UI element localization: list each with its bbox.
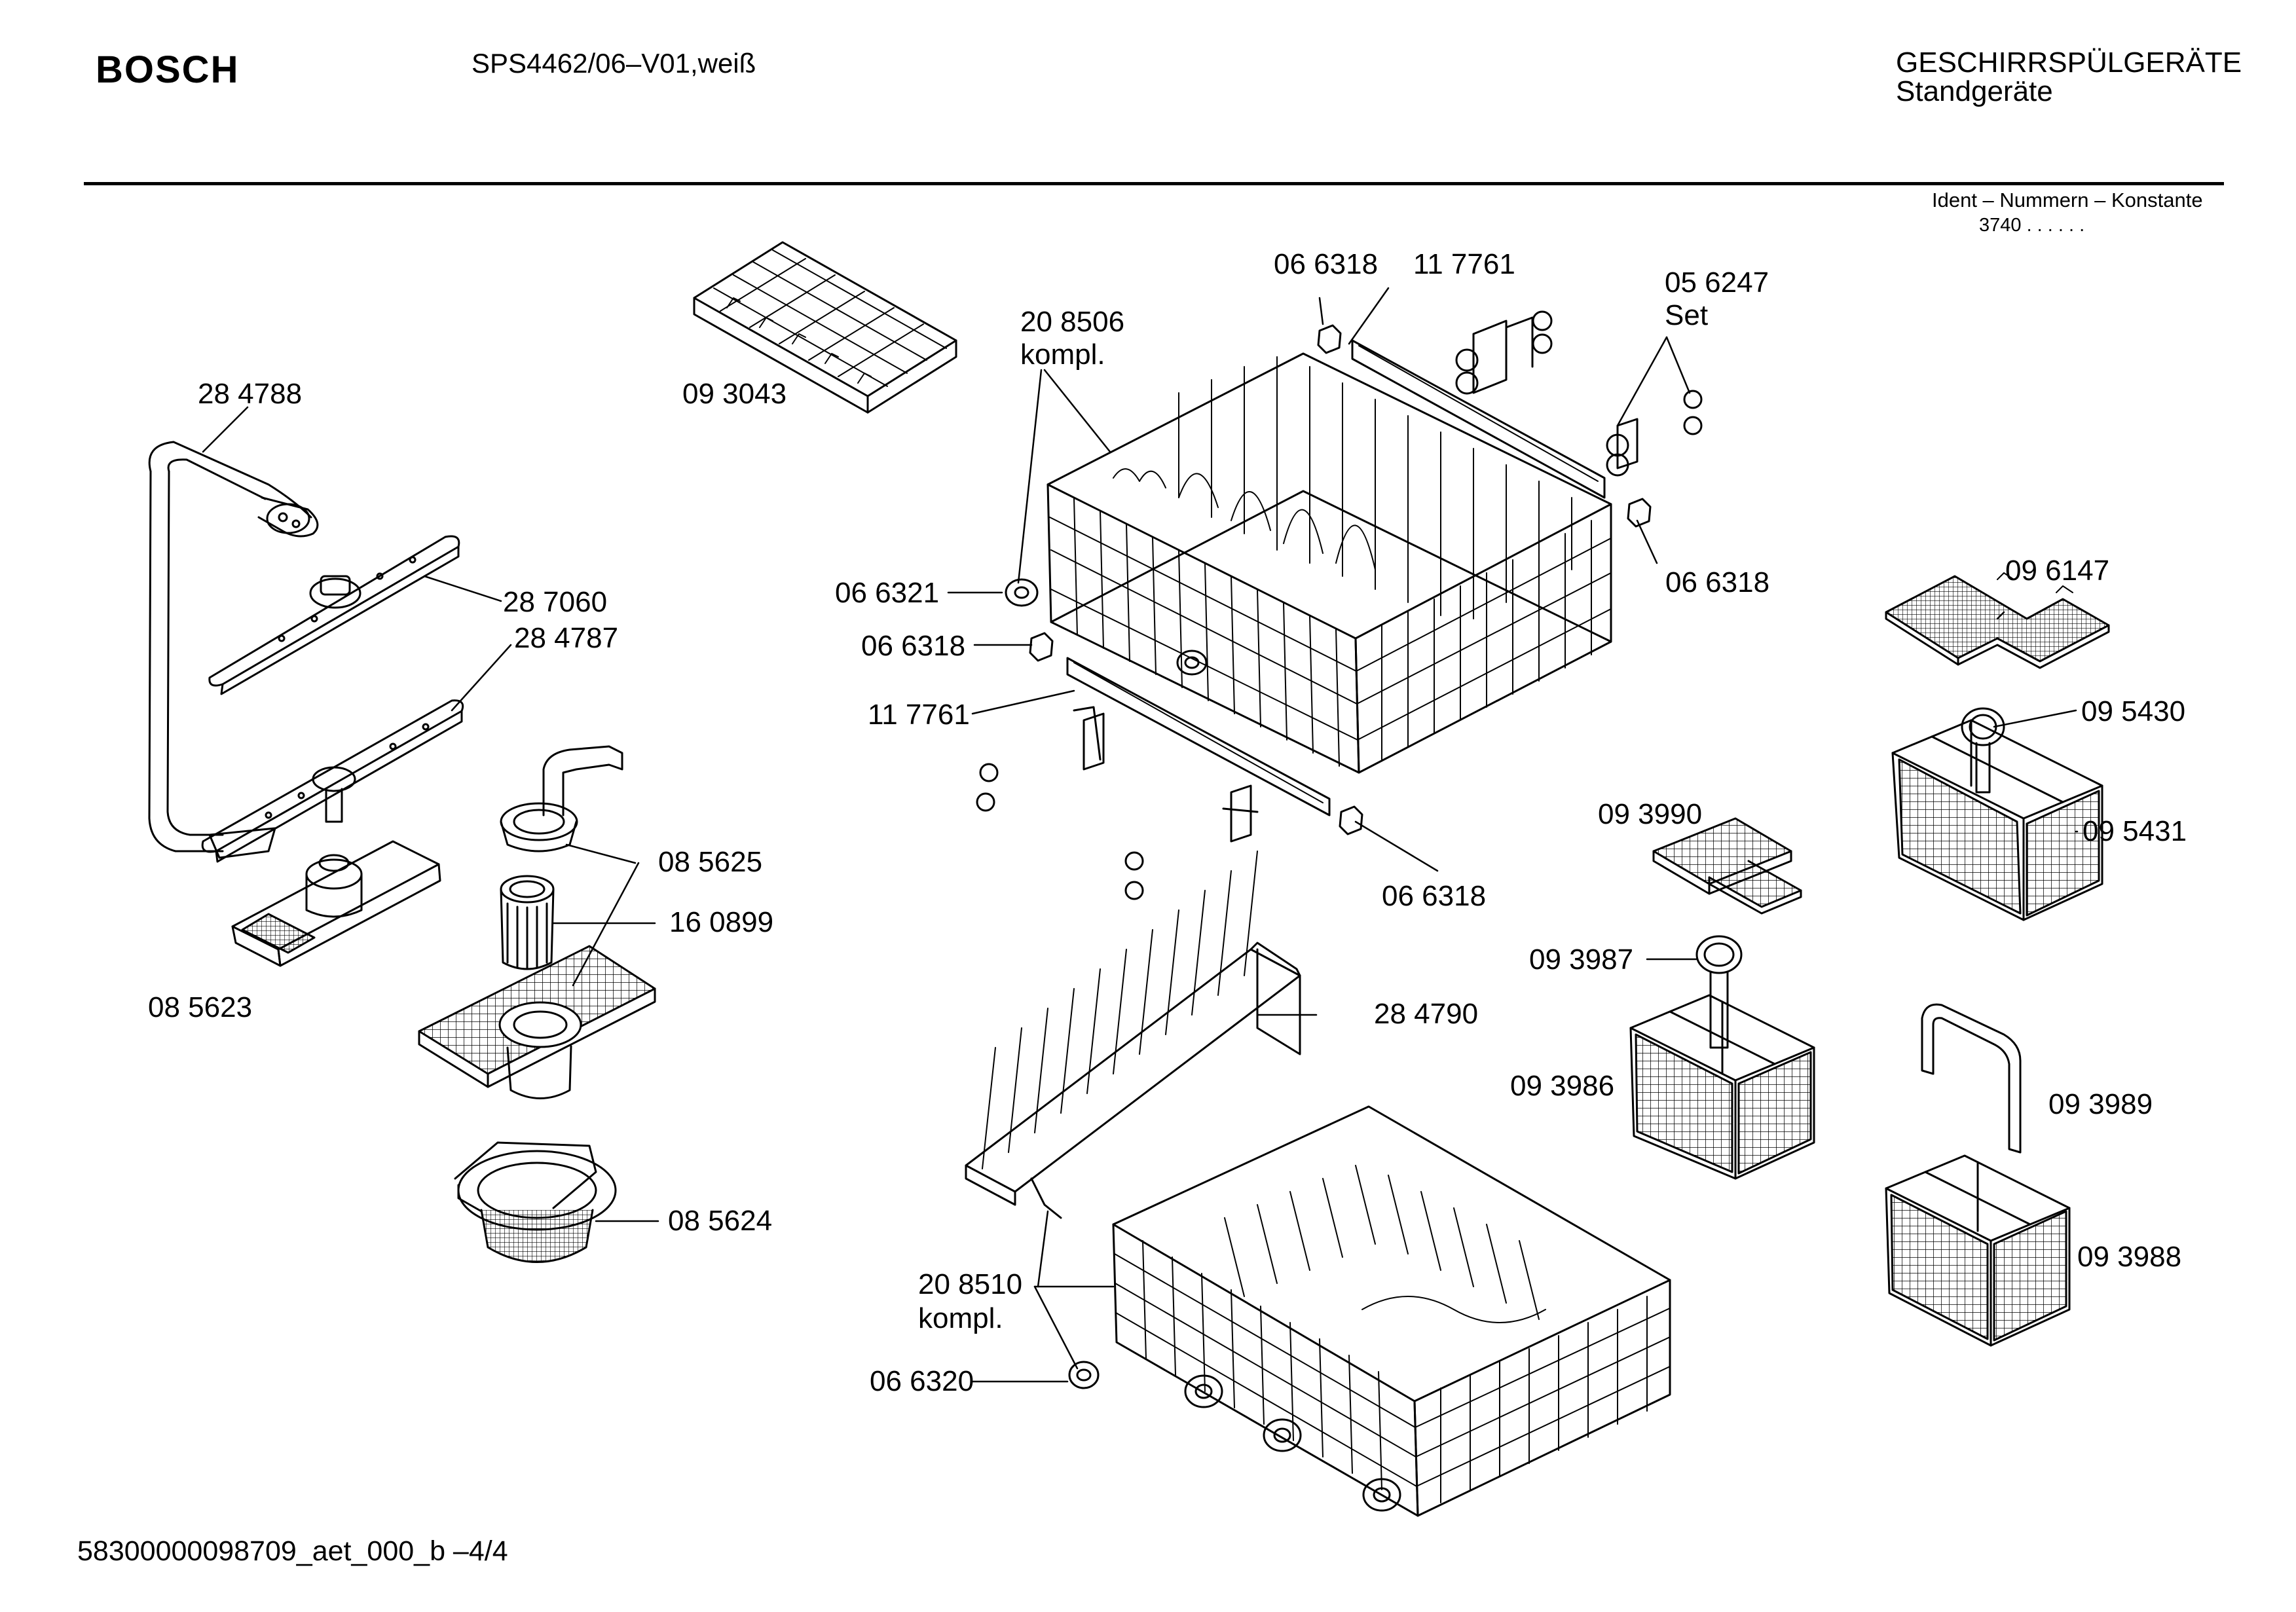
small-rollers <box>1006 579 1037 606</box>
model-number: SPS4462/06–V01,weiß <box>472 48 756 79</box>
part-label-096147: 09 6147 <box>2005 555 2110 587</box>
ident-constant: 3740 . . . . . . <box>1979 215 2085 236</box>
part-label-093988: 09 3988 <box>2077 1241 2182 1273</box>
part-label-093990: 09 3990 <box>1598 798 1703 830</box>
lower-spray-arm <box>202 701 463 862</box>
document-id: 58300000098709_aet_000_b –4/4 <box>77 1535 508 1567</box>
part-label-093043: 09 3043 <box>682 378 787 410</box>
header-divider <box>84 182 2224 185</box>
part-label-066321: 06 6321 <box>835 577 940 609</box>
category-subtitle: Standgeräte <box>1896 75 2053 107</box>
part-label-093989: 09 3989 <box>2048 1088 2153 1120</box>
lower-basket-roller <box>1069 1362 1098 1388</box>
part-label-066318-top: 06 6318 <box>1274 248 1379 280</box>
part-label-117761-bottom: 11 7761 <box>868 699 970 731</box>
upper-spray-arm <box>210 536 459 694</box>
upper-spray-pipe <box>149 442 318 858</box>
part-label-208510: 20 8510 <box>918 1268 1023 1300</box>
part-label-066318-bottom: 06 6318 <box>1382 880 1487 912</box>
part-label-284787: 28 4787 <box>514 622 619 654</box>
cutlery-basket-large <box>1893 708 2102 920</box>
cup-rack-insert <box>694 242 956 412</box>
part-label-117761-top: 11 7761 <box>1413 248 1515 280</box>
part-label-056247: 05 6247 <box>1665 266 1769 299</box>
part-label-093987: 09 3987 <box>1529 943 1634 976</box>
flat-filter-mesh <box>419 946 655 1099</box>
folding-tine-rack <box>966 851 1300 1218</box>
ident-label: Ident – Nummern – Konstante <box>1932 189 2203 211</box>
part-label-085624: 08 5624 <box>668 1205 773 1237</box>
upper-rail-left <box>1067 658 1329 815</box>
part-label-284790: 28 4790 <box>1374 998 1479 1030</box>
roller-bracket-sets <box>977 312 1701 899</box>
cutlery-basket-small <box>1631 936 1814 1179</box>
part-label-066318-right: 06 6318 <box>1665 566 1770 598</box>
rail-end-caps <box>1030 325 1650 834</box>
filter-handle-ring <box>501 746 622 851</box>
leader-lines <box>203 288 2077 1382</box>
part-label-208506-kompl: kompl. <box>1020 339 1105 371</box>
upper-rail-right <box>1352 340 1604 498</box>
fine-filter-plate <box>232 841 440 966</box>
category-title: GESCHIRRSPÜLGERÄTE <box>1896 46 2242 79</box>
part-label-208510-kompl: kompl. <box>918 1302 1003 1334</box>
upper-basket <box>1048 354 1611 773</box>
part-label-284788: 28 4788 <box>198 378 303 410</box>
part-label-085625: 08 5625 <box>658 846 763 878</box>
brand-logo-text: BOSCH <box>96 48 240 91</box>
part-label-066320: 06 6320 <box>870 1365 974 1397</box>
part-label-085623: 08 5623 <box>148 991 253 1023</box>
part-label-160899: 16 0899 <box>669 906 774 938</box>
micro-filter-cylinder <box>501 876 553 969</box>
part-label-066318-left: 06 6318 <box>861 630 966 662</box>
coarse-filter-pot <box>455 1143 616 1262</box>
part-label-095430: 09 5430 <box>2081 695 2186 727</box>
flap-insert-tray <box>1886 573 2109 668</box>
part-label-208506: 20 8506 <box>1020 306 1125 338</box>
part-label-287060: 28 7060 <box>503 586 608 618</box>
basket-handle-bracket <box>1922 1004 2020 1152</box>
small-grid-insert <box>1654 818 1801 913</box>
part-label-093986: 09 3986 <box>1510 1070 1615 1102</box>
part-label-056247-set: Set <box>1665 299 1709 331</box>
cutlery-basket-square <box>1886 1156 2069 1346</box>
lower-basket <box>1113 1107 1670 1516</box>
part-label-095431: 09 5431 <box>2083 815 2187 847</box>
